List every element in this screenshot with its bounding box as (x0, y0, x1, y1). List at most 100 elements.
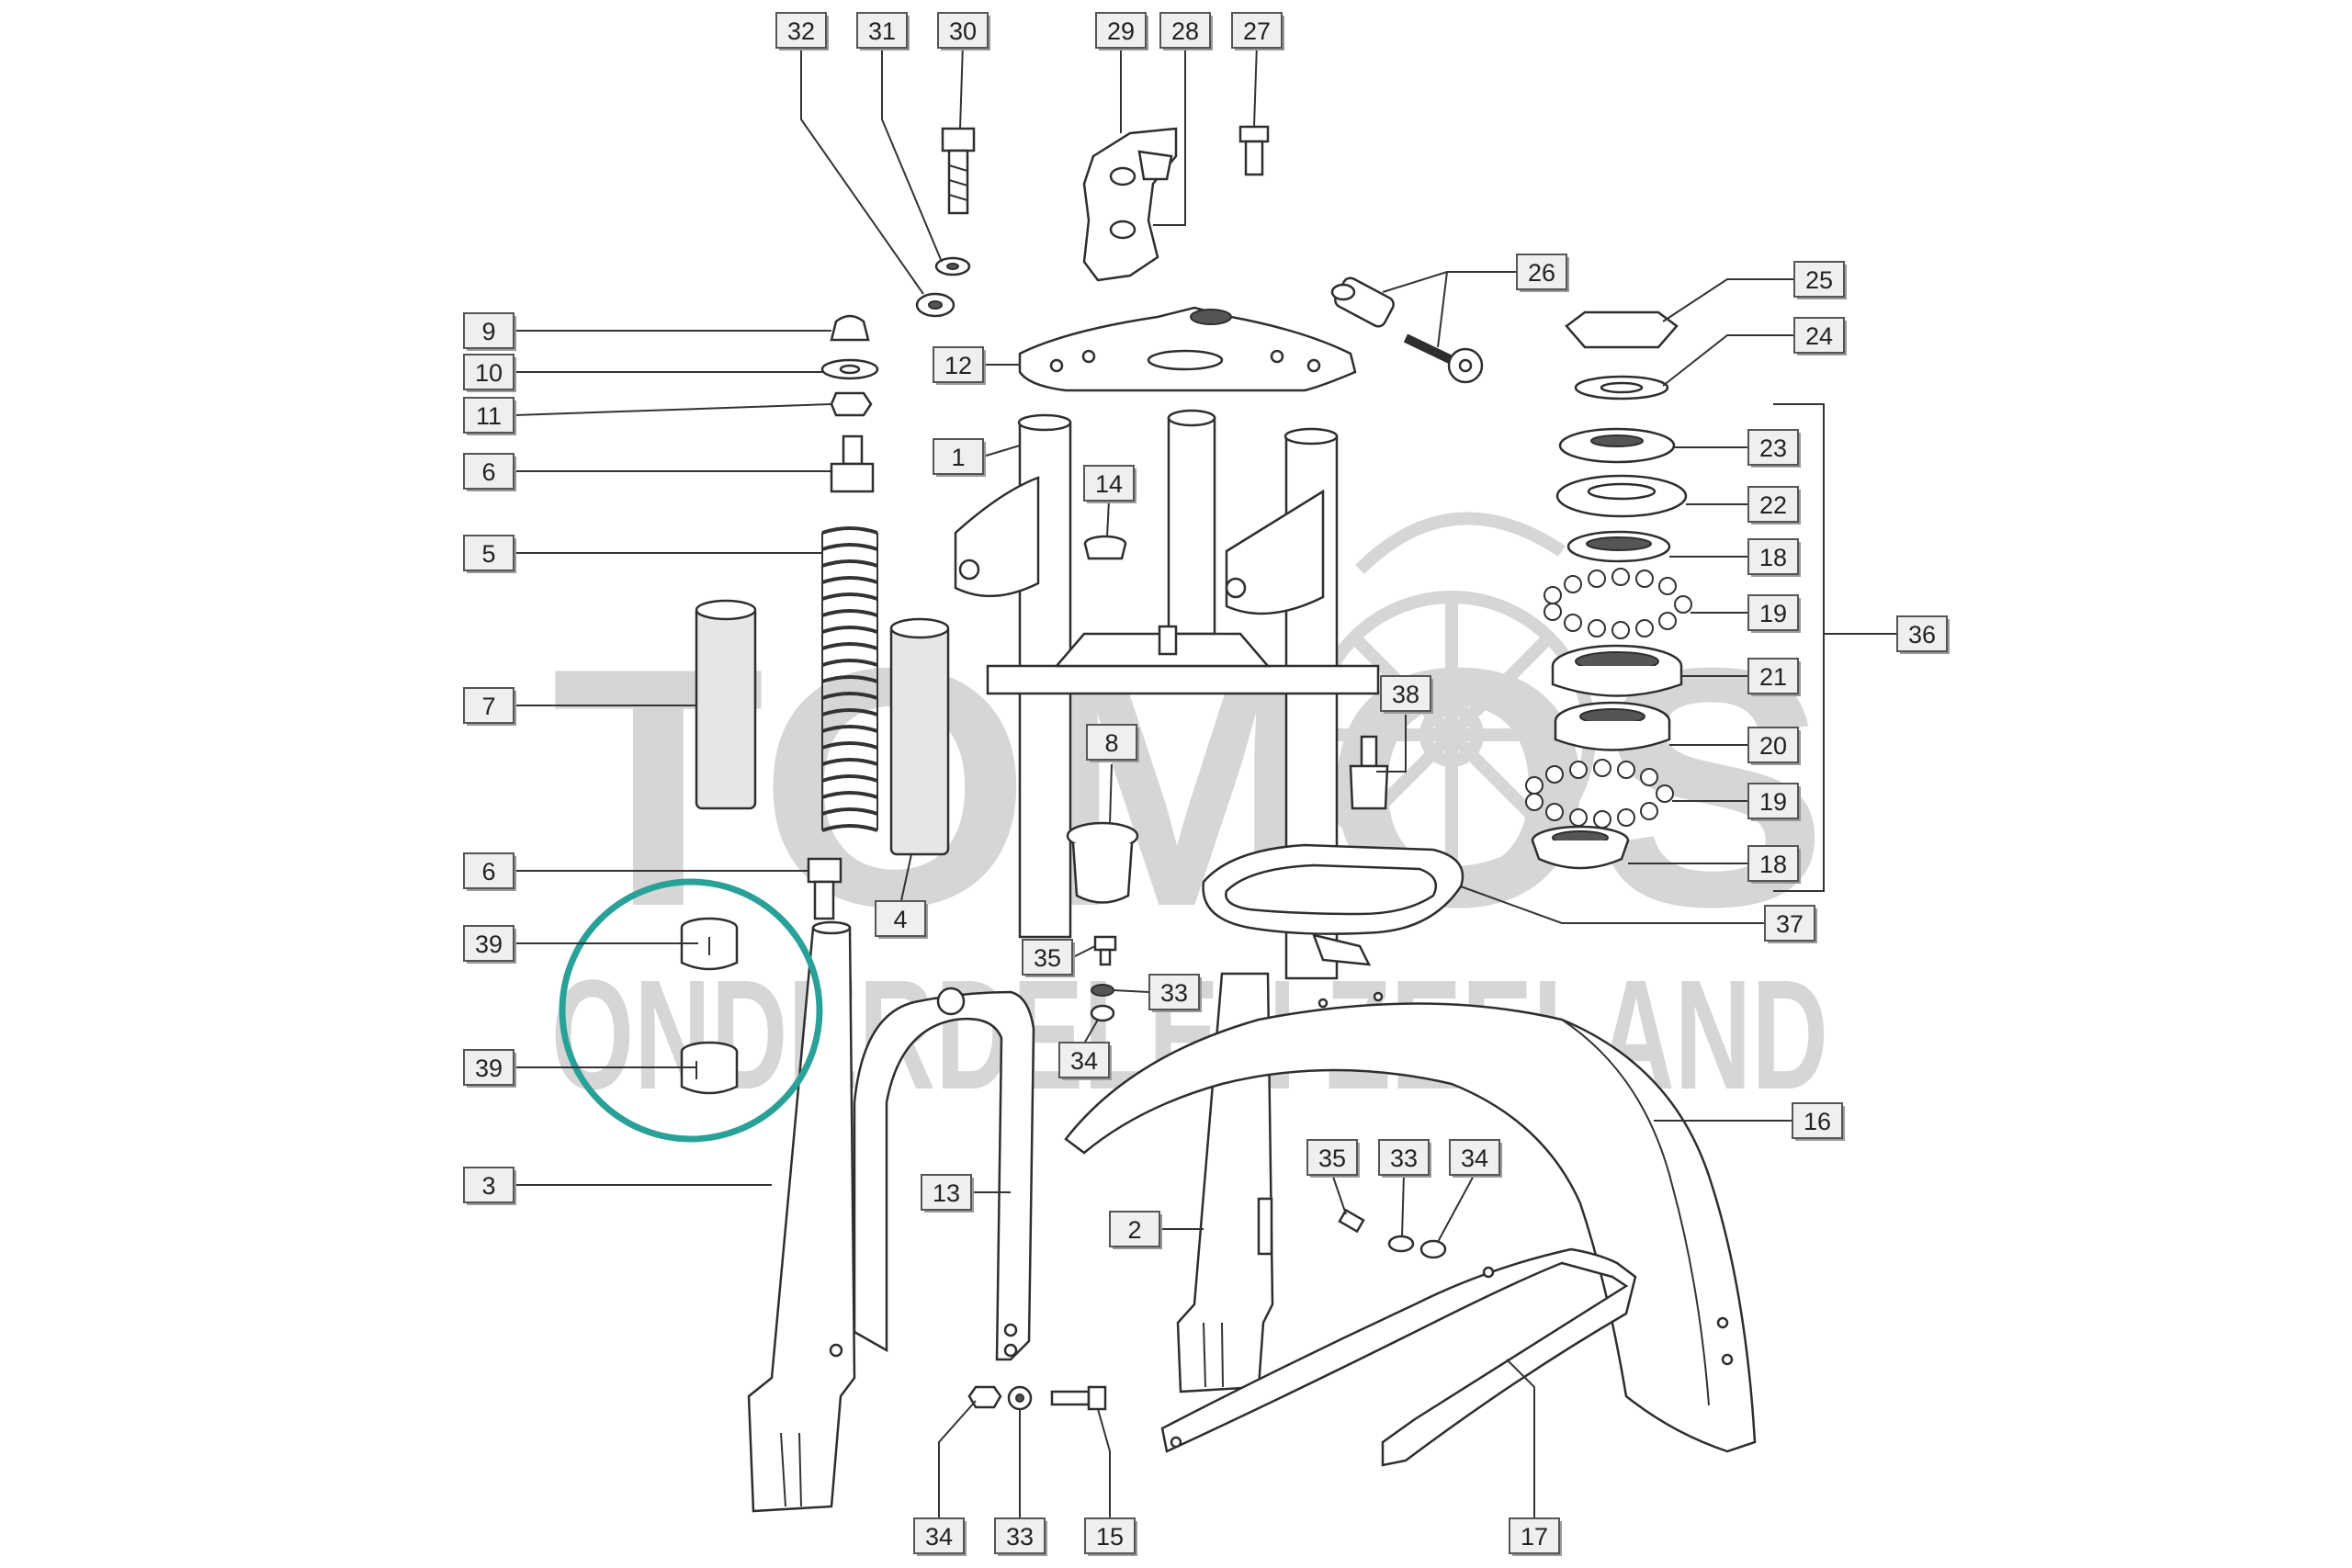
callout-20: 20 (1747, 727, 1801, 765)
ball-bearings-19-upper (1544, 568, 1692, 639)
callout-8: 8 (1086, 724, 1139, 762)
cone-22 (1555, 474, 1688, 518)
callout-3-text: 3 (481, 1172, 495, 1200)
washer-24 (1574, 375, 1669, 400)
nut-34-upper (1090, 1004, 1115, 1022)
spring-5 (821, 526, 878, 832)
callout-11: 11 (463, 397, 516, 435)
callout-39-upper-text: 39 (475, 931, 503, 958)
callout-14: 14 (1083, 465, 1136, 503)
headlight-bracket-37 (1202, 843, 1464, 966)
callout-19-lower: 19 (1747, 783, 1801, 821)
callout-37-text: 37 (1776, 910, 1804, 938)
callout-25: 25 (1793, 261, 1847, 299)
callout-12-text: 12 (944, 352, 972, 379)
callout-39-lower: 39 (463, 1049, 516, 1088)
callout-9: 9 (463, 312, 516, 351)
callout-31-text: 31 (868, 17, 896, 45)
callout-10-text: 10 (475, 359, 503, 387)
steering-lock-26 (1330, 276, 1395, 328)
callout-36-text: 36 (1908, 621, 1936, 649)
callout-23-text: 23 (1759, 434, 1787, 462)
callout-19-lower-text: 19 (1759, 788, 1787, 816)
callout-35-lower: 35 (1306, 1139, 1360, 1178)
callout-35-upper: 35 (1022, 939, 1075, 977)
callout-16: 16 (1792, 1102, 1845, 1141)
callout-14-text: 14 (1095, 470, 1123, 498)
callout-19-upper: 19 (1747, 594, 1801, 633)
nut-34-bottom (967, 1385, 1002, 1409)
callout-26: 26 (1516, 254, 1569, 292)
callout-29: 29 (1095, 12, 1148, 51)
washer-10 (820, 358, 879, 380)
callout-17: 17 (1509, 1517, 1562, 1556)
bearing-cup-18-lower (1531, 825, 1630, 870)
callout-23: 23 (1747, 429, 1801, 468)
key-26 (1403, 333, 1484, 384)
callout-27-text: 27 (1243, 17, 1271, 45)
headset-nut-25 (1565, 310, 1679, 349)
callout-29-text: 29 (1107, 17, 1135, 45)
callout-2-text: 2 (1127, 1216, 1141, 1244)
cap-nut-9 (830, 314, 870, 342)
mudguard-16 (1064, 991, 1757, 1453)
washer-31 (934, 256, 971, 276)
spring-bolt-6-lower (807, 857, 842, 920)
callout-12: 12 (933, 346, 986, 385)
washer-32 (915, 292, 956, 318)
nut-11 (830, 391, 873, 417)
callout-5: 5 (463, 535, 516, 573)
callout-18-upper: 18 (1747, 538, 1801, 577)
fork-brace-13 (829, 987, 1035, 1361)
race-21 (1551, 644, 1683, 697)
callout-37: 37 (1764, 905, 1817, 943)
callout-33-lower: 33 (1378, 1139, 1431, 1178)
callout-4-text: 4 (893, 906, 907, 933)
screw-27 (1238, 125, 1270, 176)
rubber-tube-7 (695, 599, 757, 810)
callout-6-upper: 6 (463, 453, 516, 491)
callout-3: 3 (463, 1167, 516, 1205)
callout-17-text: 17 (1521, 1523, 1548, 1551)
callout-21: 21 (1747, 658, 1801, 696)
callout-16-text: 16 (1804, 1108, 1831, 1135)
callout-2: 2 (1109, 1211, 1162, 1249)
callout-34-lower: 34 (1449, 1139, 1502, 1178)
fork-leg-3 (747, 920, 856, 1513)
callout-7: 7 (463, 687, 516, 726)
callout-8-text: 8 (1104, 729, 1118, 757)
bushing-39-upper (680, 917, 739, 971)
callout-36: 36 (1896, 615, 1950, 654)
mudguard-stay-17 (1160, 1247, 1637, 1467)
parts-drawing (680, 125, 1757, 1513)
highlight-circle (559, 878, 823, 1143)
callout-22: 22 (1747, 486, 1801, 525)
spring-bolt-6-upper (830, 434, 875, 493)
screw-35-upper (1093, 935, 1117, 966)
ball-bearings-19-lower (1525, 759, 1674, 829)
callout-28: 28 (1159, 12, 1213, 51)
callout-18-upper-text: 18 (1759, 544, 1787, 571)
callout-38: 38 (1380, 675, 1433, 714)
callout-35-upper-text: 35 (1034, 944, 1061, 972)
callout-32-text: 32 (787, 17, 815, 45)
callout-30-text: 30 (949, 17, 977, 45)
callout-33-upper-text: 33 (1160, 979, 1188, 1007)
callout-39-upper: 39 (463, 925, 516, 964)
callout-19-upper-text: 19 (1759, 600, 1787, 627)
cone-20 (1554, 701, 1671, 751)
callout-22-text: 22 (1759, 491, 1787, 519)
callout-34-upper: 34 (1058, 1042, 1112, 1080)
lock-pin-38 (1349, 735, 1389, 810)
washer-33-upper (1091, 984, 1114, 997)
callout-28-text: 28 (1171, 17, 1199, 45)
callout-1-text: 1 (951, 444, 965, 471)
leader-lines (514, 43, 1897, 1521)
washer-33-lower (1387, 1235, 1415, 1253)
bolt-30 (941, 127, 976, 215)
callout-31: 31 (856, 12, 910, 51)
callout-20-text: 20 (1759, 732, 1787, 760)
callout-13-text: 13 (933, 1179, 960, 1207)
nut-34-lower (1419, 1239, 1447, 1259)
callout-38-text: 38 (1392, 681, 1419, 708)
